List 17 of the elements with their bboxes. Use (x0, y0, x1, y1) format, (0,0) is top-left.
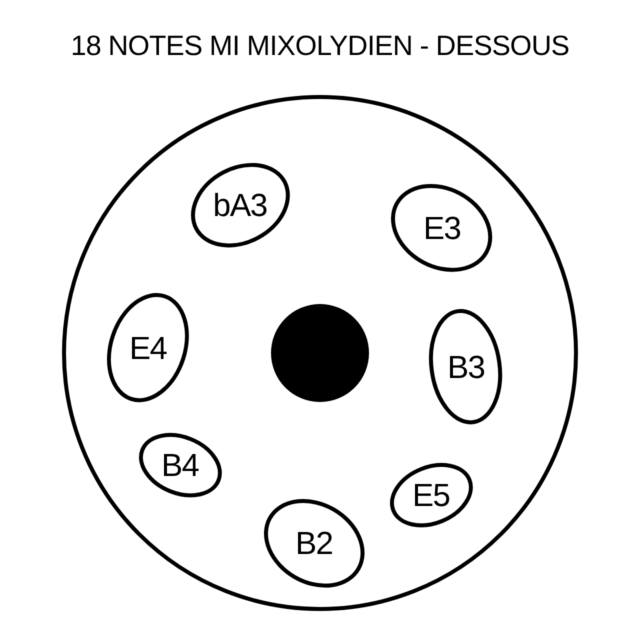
note-ellipse (388, 460, 474, 530)
note-label: B4 (161, 448, 199, 481)
outer-circle (60, 93, 580, 613)
center-dot (269, 302, 371, 404)
note-label: E5 (412, 478, 450, 511)
note-label: B3 (447, 350, 485, 383)
note-ellipse (188, 160, 292, 250)
note-ellipse (389, 182, 495, 274)
note-ellipse (262, 496, 366, 590)
note-label: E4 (129, 332, 167, 364)
title: 18 NOTES MI MIXOLYDIEN - DESSOUS (70, 29, 570, 63)
note-label: E3 (423, 212, 461, 244)
note-label: bA3 (213, 188, 267, 221)
note-ellipse (136, 430, 224, 500)
note-ellipse (427, 307, 505, 427)
note-label: B2 (295, 526, 333, 559)
note-ellipse (105, 291, 191, 405)
